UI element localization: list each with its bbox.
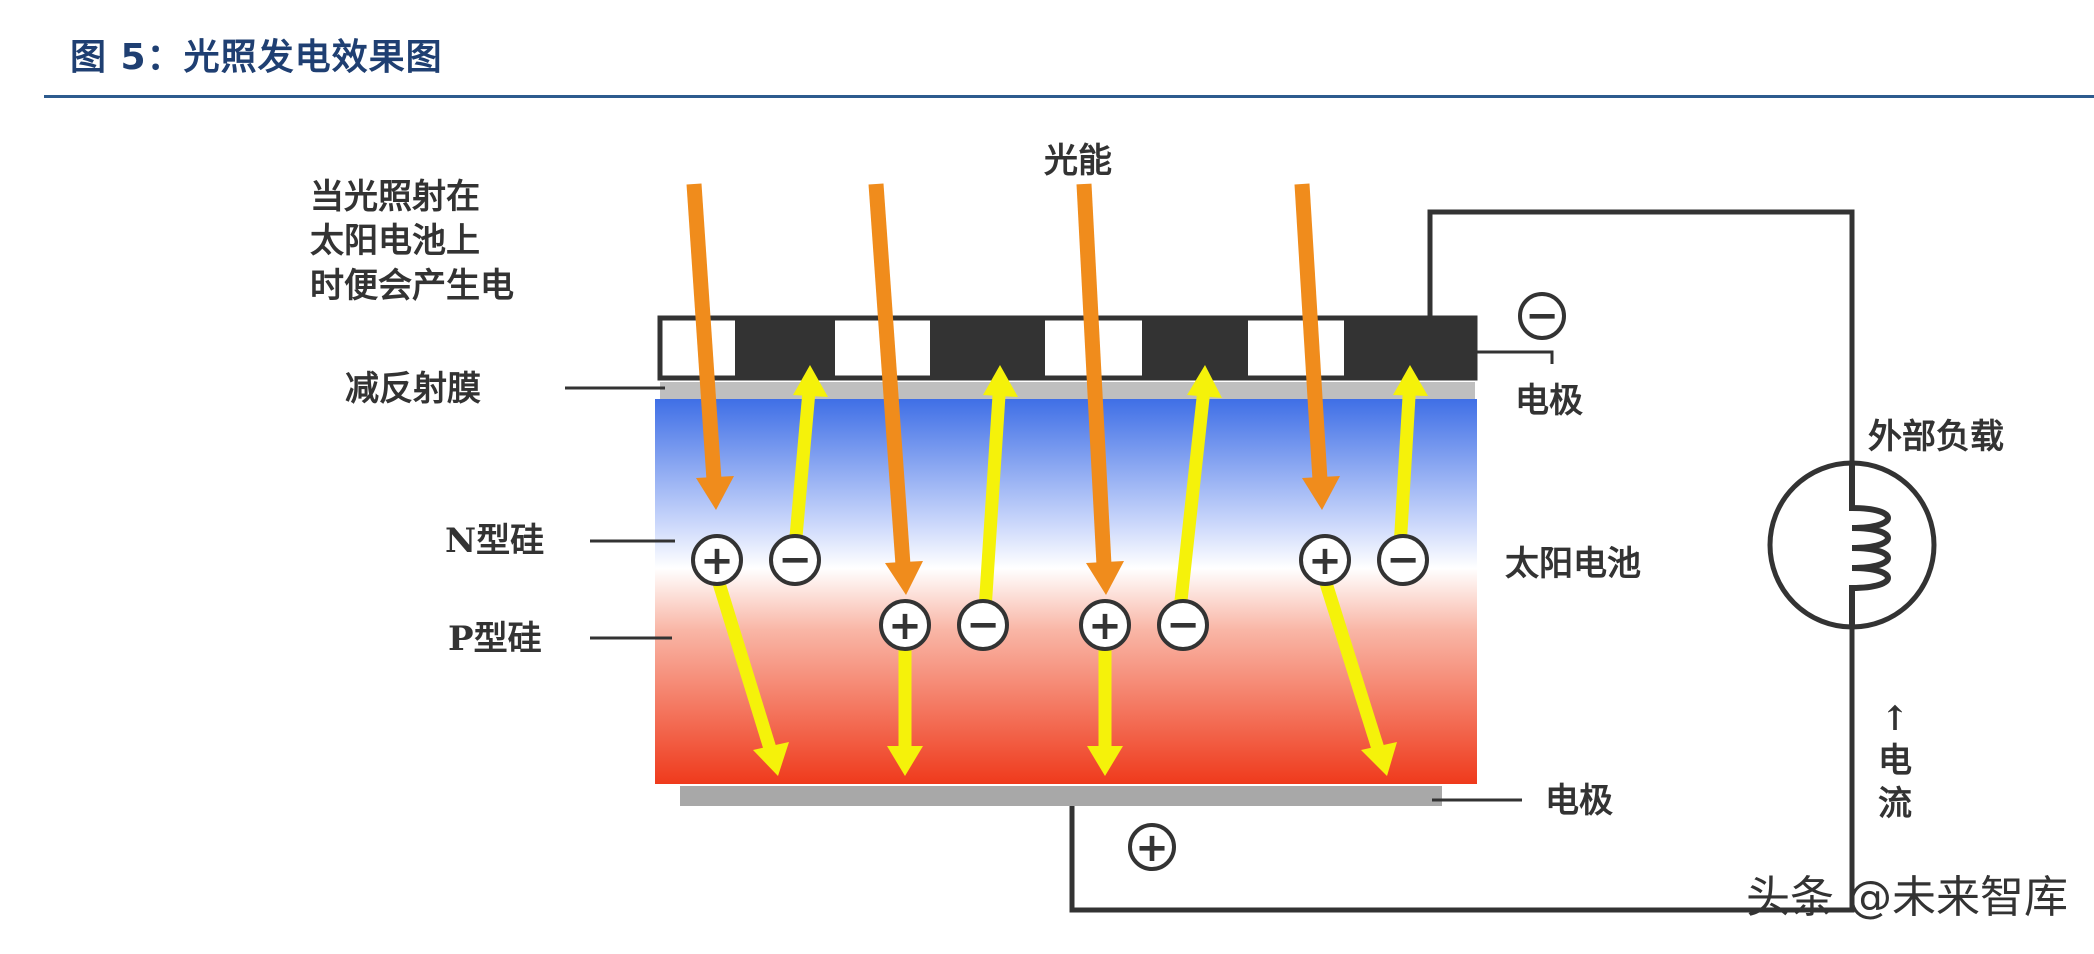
figure-title: 图 5：光照发电效果图 [70, 37, 443, 78]
label-current-char-1: 电 [1878, 741, 1912, 781]
negative-terminal-sign: − [1525, 293, 1559, 339]
label-external-load: 外部负载 [1868, 417, 2004, 457]
negative-charge: − [1166, 602, 1200, 648]
leader-lines [565, 350, 1554, 802]
carrier-arrows [711, 365, 1428, 776]
light-arrows [686, 183, 1340, 595]
circuit-wire-bottom [1069, 620, 1855, 913]
title-divider [44, 95, 2094, 98]
label-solar-cell: 太阳电池 [1505, 544, 1641, 584]
label-electrode-bottom: 电极 [1545, 781, 1613, 821]
label-caption-line-2: 太阳电池上 [310, 221, 480, 261]
label-p-silicon: P型硅 [448, 619, 542, 659]
positive-charge: + [1088, 603, 1122, 649]
charge-pair-2: + − [879, 599, 1009, 651]
watermark: 头条 @未来智库 [1746, 872, 2068, 923]
positive-charge: + [1308, 538, 1342, 584]
negative-charge: − [1386, 537, 1420, 583]
label-n-silicon: N型硅 [445, 521, 544, 561]
positive-terminal-sign: + [1135, 825, 1169, 871]
positive-charge: + [700, 538, 734, 584]
label-light-energy: 光能 [1044, 141, 1112, 181]
circuit-wire-top [1427, 209, 1855, 470]
label-current-arrow: ↑ [1881, 699, 1910, 739]
charge-pair-3: + − [1079, 599, 1209, 651]
terminal-positive: + [1128, 823, 1176, 871]
charge-pair-4: + − [1299, 534, 1429, 586]
silicon-body [655, 399, 1477, 784]
charge-pair-1: + − [691, 534, 821, 586]
charge-pairs: + − + − + − + − − + [691, 292, 1566, 871]
bottom-electrode [680, 786, 1442, 806]
negative-charge: − [966, 602, 1000, 648]
anti-reflection-film [660, 382, 1475, 399]
external-load-lamp [1767, 460, 1937, 630]
terminal-negative: − [1518, 292, 1566, 340]
label-current-char-2: 流 [1878, 784, 1912, 824]
label-caption-line-1: 当光照射在 [310, 177, 480, 217]
negative-charge: − [778, 537, 812, 583]
label-electrode-top: 电极 [1515, 381, 1583, 421]
top-electrode-strip [657, 315, 1478, 381]
label-anti-reflection-film: 减反射膜 [345, 369, 481, 409]
label-caption-line-3: 时便会产生电 [310, 266, 514, 306]
positive-charge: + [888, 603, 922, 649]
